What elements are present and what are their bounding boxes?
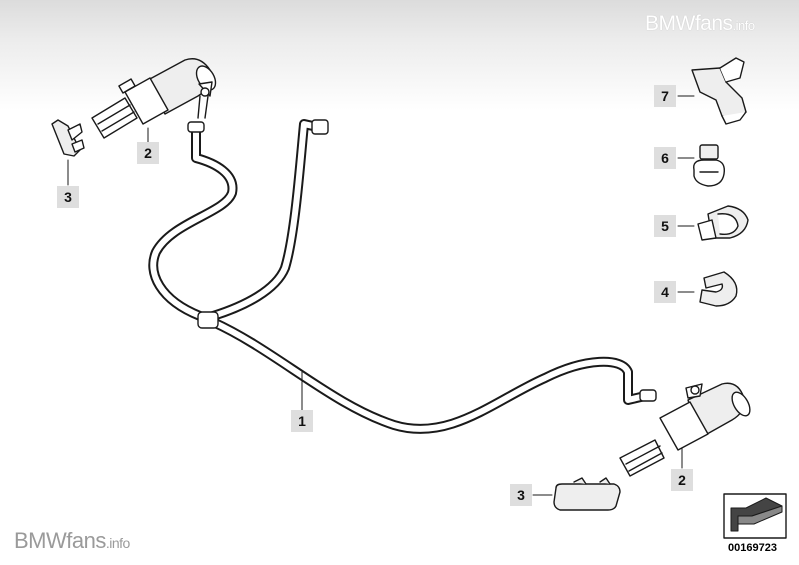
callout-5: 5 <box>654 215 676 237</box>
clip-5 <box>697 205 749 241</box>
leader-lines <box>67 95 695 496</box>
callout-3-right: 3 <box>510 484 532 506</box>
nozzle-cover-right <box>553 477 621 511</box>
nozzle-cover-left <box>51 119 85 157</box>
clip-4 <box>699 271 738 307</box>
watermark-top-suffix: .info <box>732 18 756 33</box>
watermark-top-brand: BMWfans <box>645 12 733 35</box>
callout-3-left: 3 <box>57 186 79 208</box>
washer-nozzle-right <box>619 382 751 477</box>
diagram-reference-icon <box>723 493 787 539</box>
washer-hose <box>148 119 657 434</box>
watermark-top: BMWfans.info <box>645 12 755 36</box>
callout-1: 1 <box>291 410 313 432</box>
callout-2-left: 2 <box>137 142 159 164</box>
diagram-reference-number: 00169723 <box>728 542 777 554</box>
clip-7 <box>691 57 747 125</box>
washer-nozzle-left <box>91 58 217 139</box>
callout-2-right: 2 <box>671 469 693 491</box>
watermark-bottom-brand: BMWfans <box>14 528 106 553</box>
callout-7: 7 <box>654 85 676 107</box>
callout-4: 4 <box>654 281 676 303</box>
watermark-bottom: BMWfans.info <box>14 528 130 554</box>
watermark-bottom-suffix: .info <box>105 535 130 551</box>
clip-6 <box>693 144 726 187</box>
callout-6: 6 <box>654 147 676 169</box>
